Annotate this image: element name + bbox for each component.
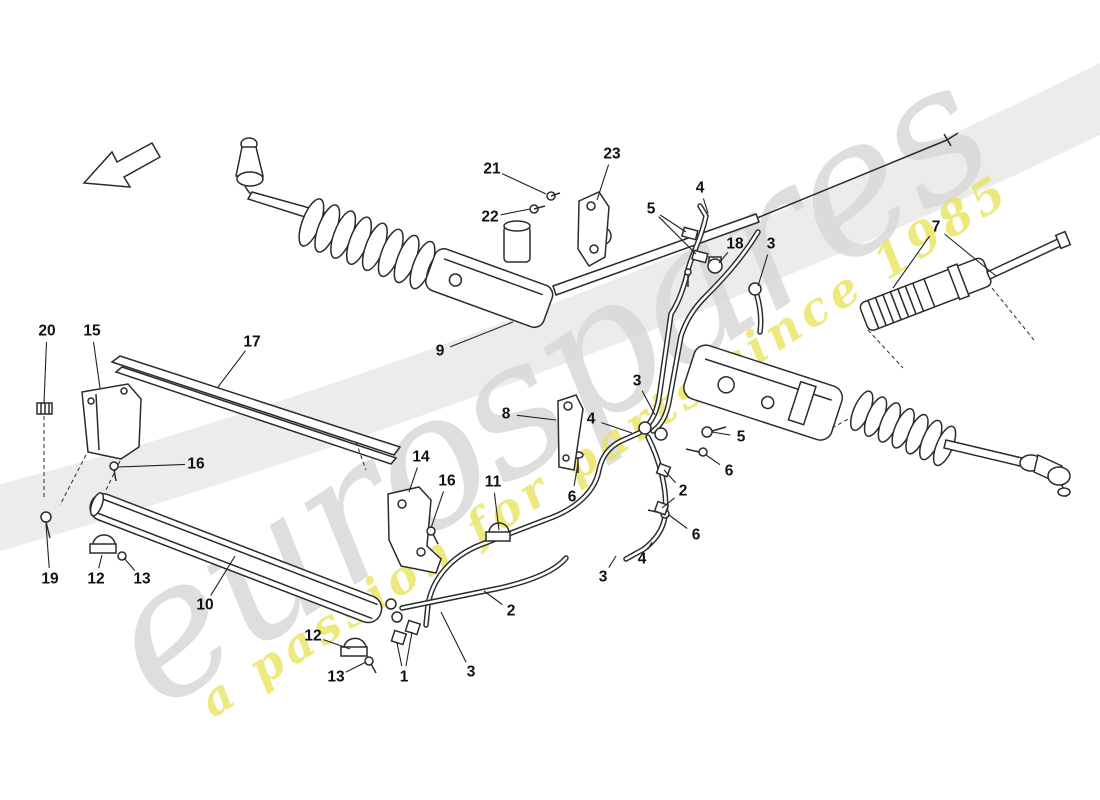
- bolt-top: [684, 268, 692, 287]
- screw-16-left: [109, 461, 119, 482]
- clamp-1b: [404, 619, 422, 636]
- screw-6b: [685, 447, 708, 457]
- cooler-port-a: [385, 598, 397, 610]
- union-nut-a: [638, 421, 652, 435]
- steering-gear-housing: [425, 248, 554, 329]
- tie-rod-7: [986, 236, 1064, 281]
- mount-beam-17: [110, 355, 402, 471]
- tie-rod-end-right: [1019, 453, 1071, 498]
- tie-rod-upper-right: [756, 139, 948, 219]
- bellows-boot-right: [849, 390, 957, 467]
- clamp-18: [707, 256, 723, 274]
- screw-19: [40, 511, 52, 539]
- clamp-2b: [653, 500, 670, 516]
- fitting-5-mid: [701, 426, 727, 438]
- direction-arrow-icon: [82, 141, 162, 188]
- leader-lines: [43, 164, 997, 673]
- clip-20: [36, 402, 53, 415]
- cooler-port-b: [391, 611, 403, 623]
- ribbed-coupling-7: [859, 257, 992, 332]
- clamp-12-left: [89, 534, 117, 554]
- tie-rod-end-left: [235, 137, 264, 197]
- clamp-5a: [681, 226, 699, 241]
- tie-rod-right: [943, 439, 1023, 467]
- pinion-input: [503, 220, 531, 263]
- bracket-8: [557, 394, 584, 471]
- bracket-15: [81, 383, 142, 460]
- bracket-23: [577, 191, 610, 267]
- screw-22: [529, 204, 546, 214]
- hose-fitting-3: [748, 282, 764, 335]
- clamp-1a: [390, 629, 408, 646]
- union-nut-b: [654, 427, 668, 441]
- bracket-14: [387, 486, 442, 574]
- screw-13-center: [364, 656, 377, 674]
- screw-21: [546, 191, 561, 201]
- steering-rack-lower: [683, 344, 844, 441]
- oil-cooler: [89, 492, 383, 624]
